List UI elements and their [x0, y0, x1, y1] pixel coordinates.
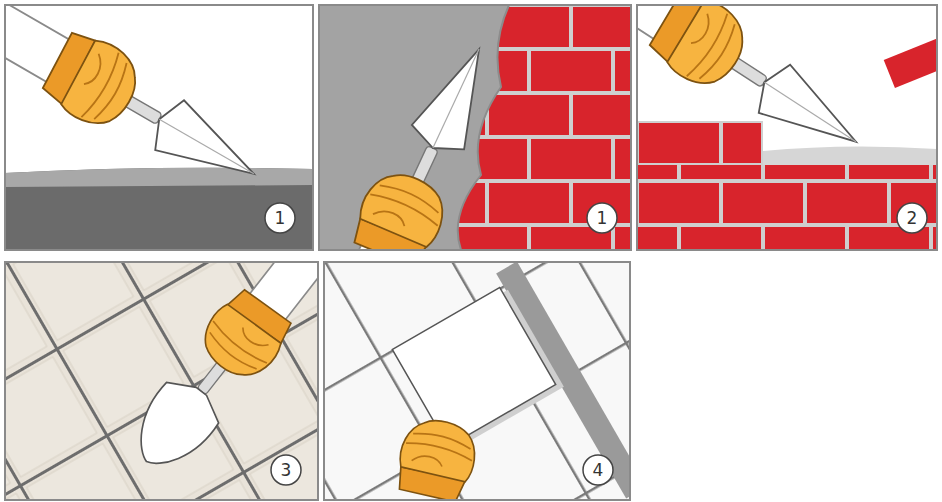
callout-number: 4: [583, 455, 613, 485]
callout-number: 2: [897, 203, 927, 233]
callout-number: 1: [587, 203, 617, 233]
panel-brick-laying: [534, 0, 942, 250]
panel-tile-placing: [324, 261, 647, 502]
panel-mortar-bed: [0, 0, 313, 250]
callout-number: 1: [265, 203, 295, 233]
panel-tile-grouting: [5, 189, 371, 500]
callout-circles: [265, 203, 927, 485]
callout-number: 3: [271, 455, 301, 485]
